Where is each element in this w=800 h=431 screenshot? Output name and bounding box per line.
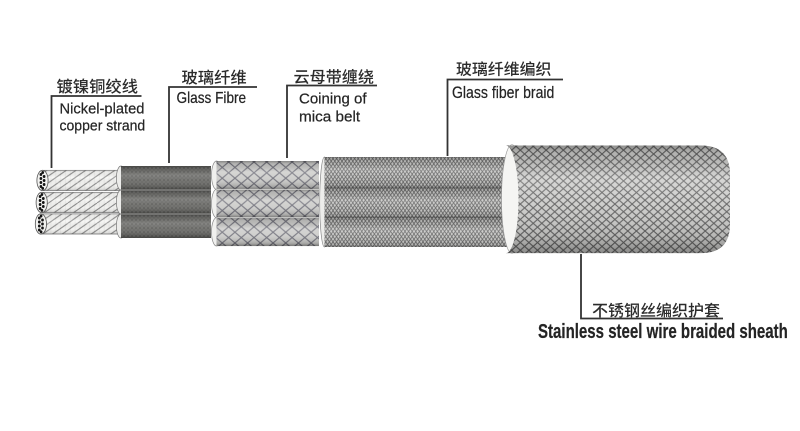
svg-text:Nickel-plated: Nickel-plated bbox=[60, 101, 145, 117]
svg-text:Stainless steel wire braided s: Stainless steel wire braided sheath bbox=[538, 320, 788, 343]
svg-text:copper strand: copper strand bbox=[60, 118, 146, 135]
svg-text:Coining of: Coining of bbox=[299, 91, 367, 108]
svg-text:Glass Fibre: Glass Fibre bbox=[177, 90, 247, 107]
svg-text:Glass fiber braid: Glass fiber braid bbox=[452, 84, 554, 102]
svg-text:mica belt: mica belt bbox=[299, 109, 361, 126]
